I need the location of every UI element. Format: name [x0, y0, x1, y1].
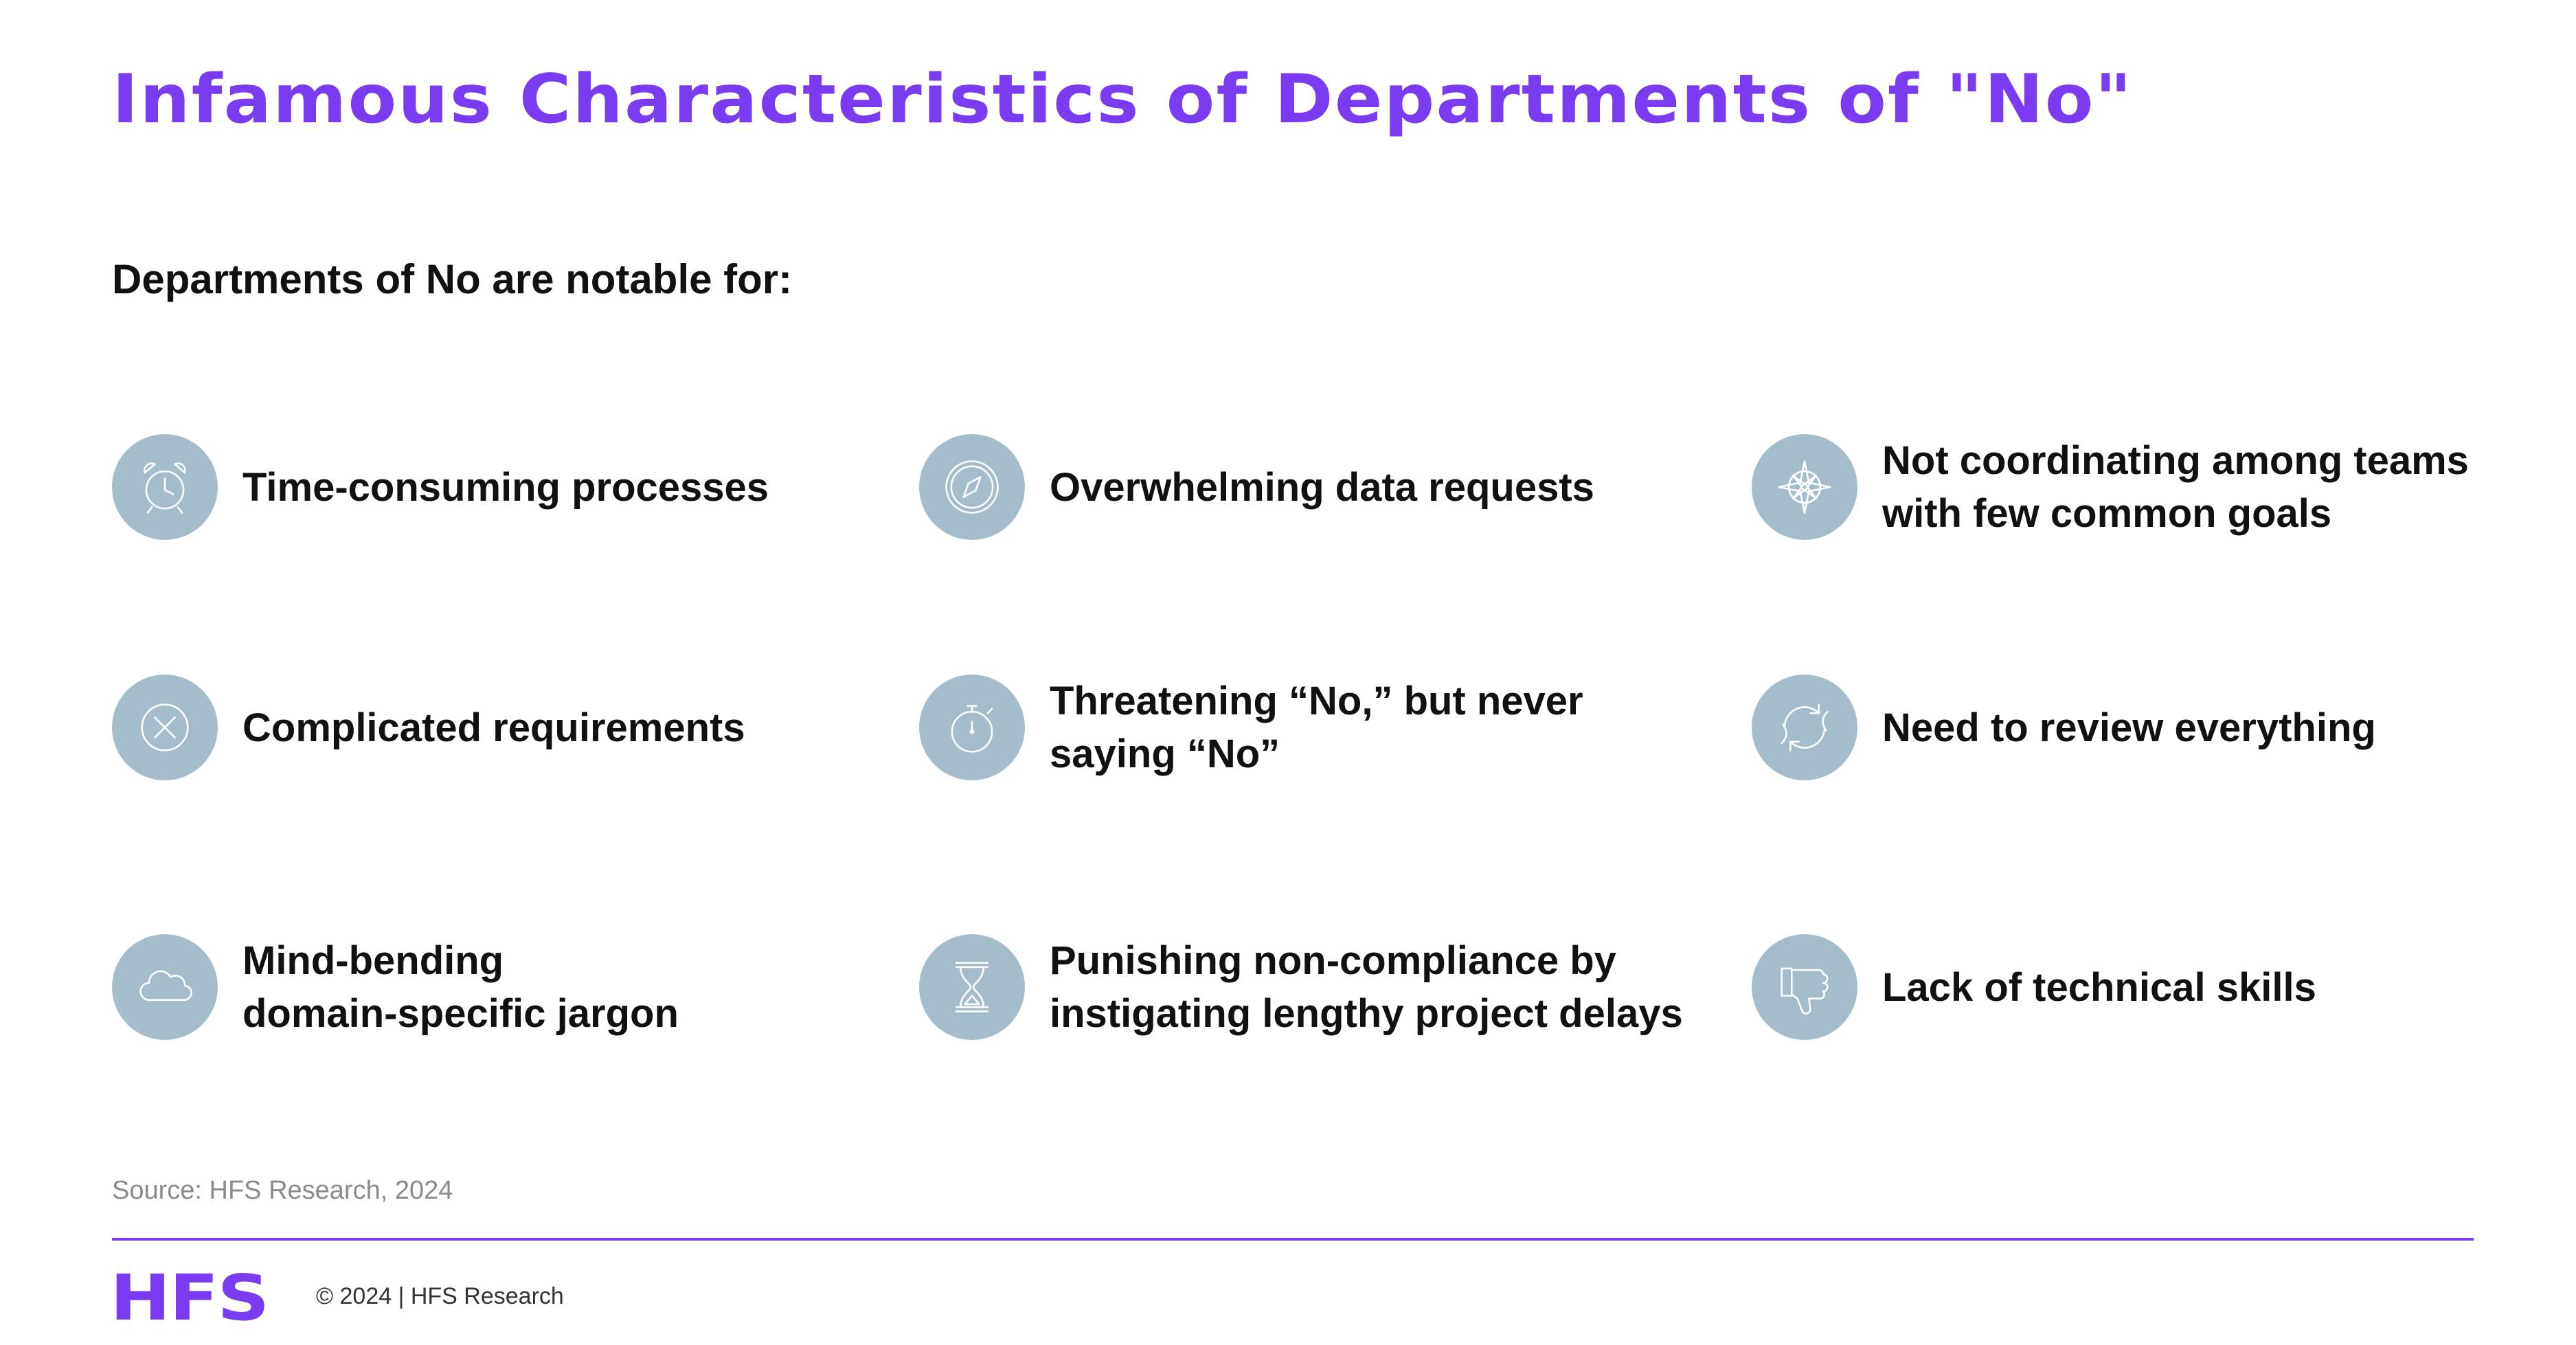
list-item: Complicated requirements: [112, 675, 745, 780]
list-item: Need to review everything: [1752, 675, 2376, 780]
page-title: Infamous Characteristics of Departments …: [112, 60, 2134, 139]
item-label: Complicated requirements: [242, 705, 745, 750]
list-item: Overwhelming data requests: [919, 434, 1594, 540]
cycle-arrows-icon: [1752, 675, 1857, 780]
copyright-text: © 2024 | HFS Research: [316, 1283, 564, 1309]
close-circle-icon: [112, 675, 218, 780]
item-label: Mind-bending domain-specific jargon: [242, 938, 679, 1036]
item-label: Time-consuming processes: [242, 464, 769, 510]
alarm-clock-icon: [112, 434, 218, 540]
compass-icon: [919, 434, 1025, 540]
item-label: Threatening “No,” but never saying “No”: [1050, 679, 1583, 776]
hfs-logo: HFS: [110, 1261, 269, 1335]
list-item: Time-consuming processes: [112, 434, 769, 540]
item-label: Lack of technical skills: [1882, 964, 2316, 1010]
thumbs-down-icon: [1752, 934, 1857, 1040]
list-item: Lack of technical skills: [1752, 934, 2316, 1040]
list-item: Punishing non-compliance by instigating …: [919, 934, 1683, 1040]
list-item: Mind-bending domain-specific jargon: [112, 934, 679, 1040]
item-label: Punishing non-compliance by instigating …: [1050, 938, 1683, 1036]
item-label: Not coordinating among teams with few co…: [1882, 438, 2469, 536]
list-item: Not coordinating among teams with few co…: [1752, 434, 2469, 540]
compass-rose-icon: [1752, 434, 1857, 540]
item-label: Need to review everything: [1882, 705, 2376, 750]
list-item: Threatening “No,” but never saying “No”: [919, 675, 1583, 780]
hourglass-icon: [919, 934, 1025, 1040]
stopwatch-icon: [919, 675, 1025, 780]
section-subtitle: Departments of No are notable for:: [112, 256, 793, 302]
cloud-icon: [112, 934, 218, 1040]
item-label: Overwhelming data requests: [1050, 464, 1594, 510]
source-note: Source: HFS Research, 2024: [112, 1176, 453, 1205]
footer-divider: [112, 1238, 2474, 1241]
